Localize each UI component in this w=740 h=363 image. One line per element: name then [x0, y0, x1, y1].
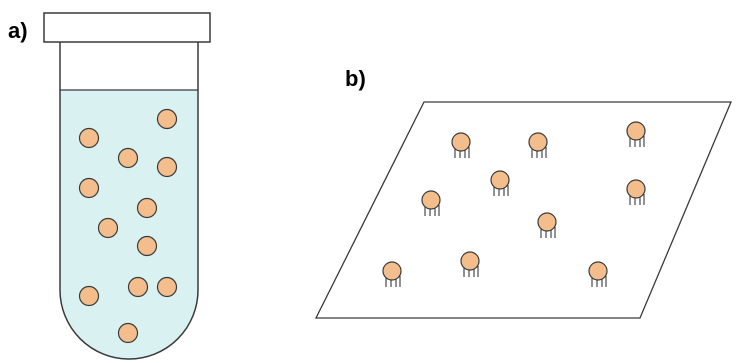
particle-in-solution — [78, 127, 100, 149]
immobilized-particle — [421, 190, 441, 216]
immobilized-particle — [626, 179, 646, 205]
particle-in-solution — [136, 197, 158, 219]
immobilized-particle — [528, 132, 548, 158]
particle-in-solution — [117, 147, 139, 169]
particle-head — [588, 261, 608, 281]
particle-head — [421, 190, 441, 210]
immobilized-particle — [626, 121, 646, 147]
particle-in-solution — [78, 285, 100, 307]
particle-head — [460, 251, 480, 271]
immobilized-particle — [460, 251, 480, 277]
immobilized-particle — [588, 261, 608, 287]
immobilized-particle — [382, 261, 402, 287]
immobilized-particle — [490, 170, 510, 196]
immobilized-particle — [451, 132, 471, 158]
tube-cap — [43, 12, 211, 43]
particle-head — [490, 170, 510, 190]
particle-in-solution — [156, 108, 178, 130]
immobilized-particle — [537, 212, 557, 238]
particle-in-solution — [97, 217, 119, 239]
particle-in-solution — [156, 156, 178, 178]
particle-head — [528, 132, 548, 152]
tube-liquid — [60, 90, 198, 359]
tube-particles — [78, 108, 178, 344]
particle-head — [626, 179, 646, 199]
particle-in-solution — [136, 235, 158, 257]
particle-head — [626, 121, 646, 141]
panel-b-label: b) — [345, 66, 366, 91]
surface-particles — [382, 121, 646, 287]
particle-head — [537, 212, 557, 232]
tube-body — [59, 42, 199, 360]
test-tube — [43, 12, 211, 360]
particle-in-solution — [127, 276, 149, 298]
panel-a-label: a) — [8, 18, 28, 43]
particle-in-solution — [78, 177, 100, 199]
particle-in-solution — [156, 276, 178, 298]
particle-head — [382, 261, 402, 281]
particle-head — [451, 132, 471, 152]
particle-in-solution — [117, 322, 139, 344]
surface-plane — [314, 101, 732, 319]
